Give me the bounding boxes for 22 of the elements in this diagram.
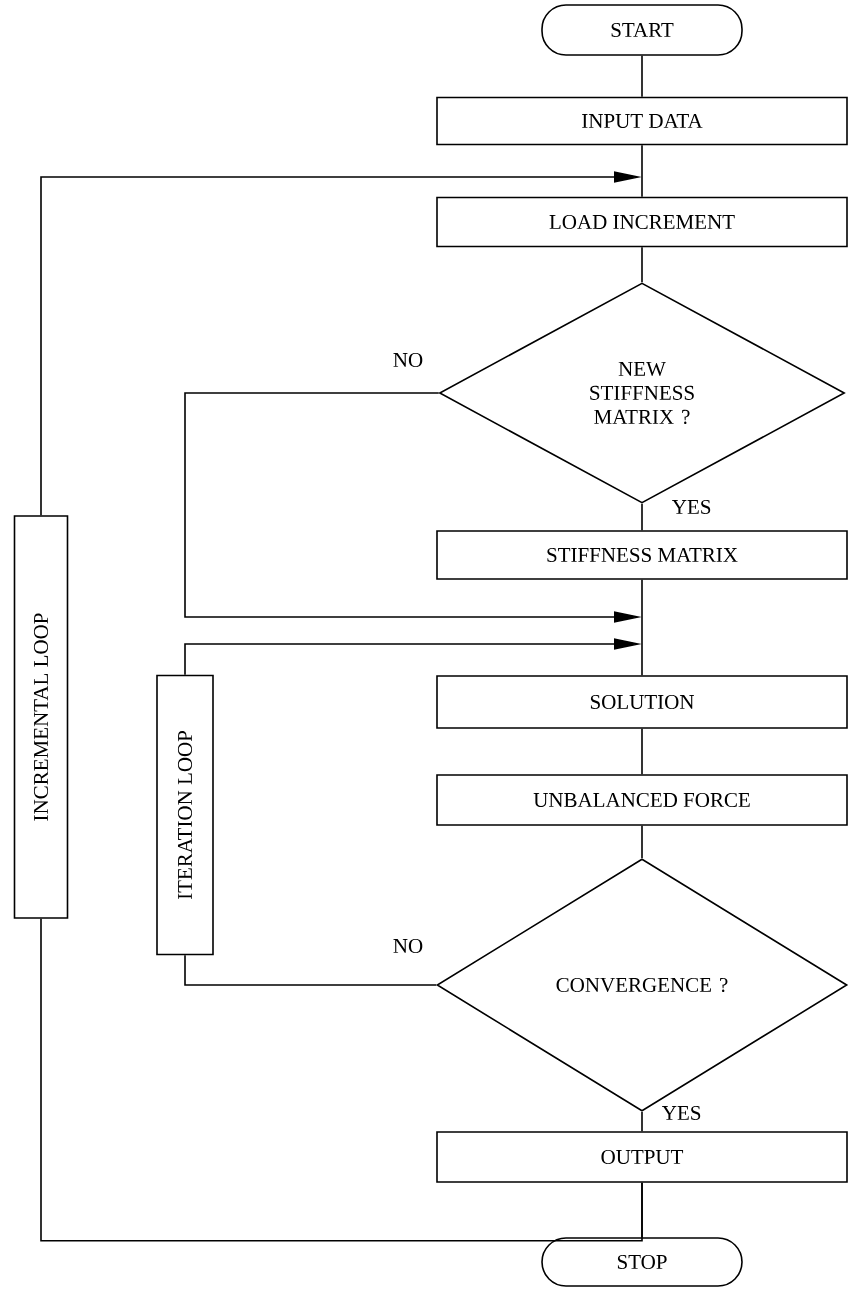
process-box: SOLUTION <box>436 675 848 729</box>
process-box: STIFFNESS MATRIX <box>436 530 848 580</box>
edge-label: NO <box>391 937 425 955</box>
connector-line <box>641 1111 643 1132</box>
process-box: INPUT DATA <box>436 96 848 146</box>
connector-line <box>641 144 643 198</box>
connector-line <box>40 918 643 1242</box>
connector-line <box>641 579 643 676</box>
edge-label: NO <box>391 351 425 369</box>
process-box: OUTPUT <box>436 1131 848 1183</box>
process-box: UNBALANCED FORCE <box>436 774 848 826</box>
terminal-box: STOP <box>541 1237 743 1287</box>
loop-box: ITERATION LOOP <box>156 674 214 956</box>
loop-box: INCREMENTAL LOOP <box>13 515 69 919</box>
connector-line <box>184 954 437 986</box>
connector-line <box>641 246 643 283</box>
connector-line <box>641 503 643 531</box>
connector-line <box>641 728 643 775</box>
process-box: LOAD INCREMENT <box>436 196 848 248</box>
terminal-box: START <box>541 4 743 56</box>
connector-line <box>641 55 643 98</box>
connector-line <box>641 825 643 859</box>
